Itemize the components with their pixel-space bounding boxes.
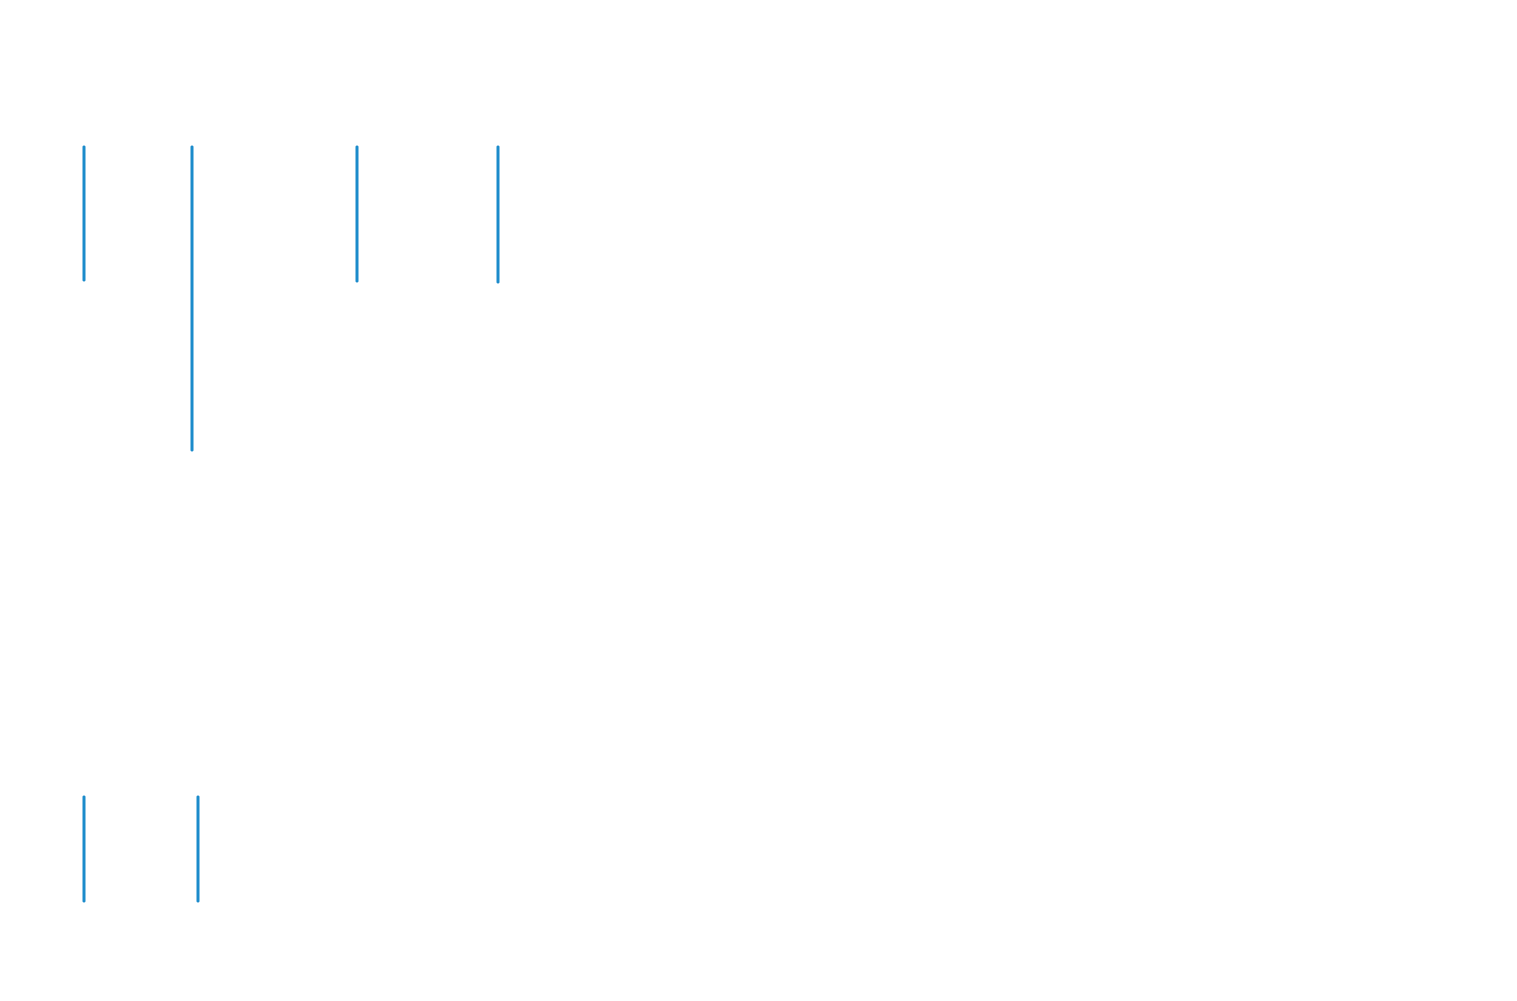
bottom-line-group [82,795,200,903]
top-line-group [82,145,500,452]
